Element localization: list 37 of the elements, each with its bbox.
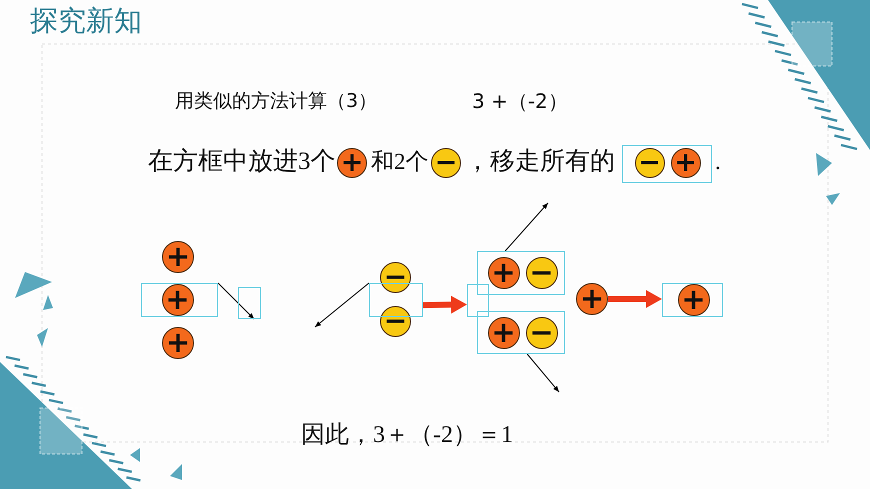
- arrow: [504, 202, 548, 252]
- plus-counter: +: [162, 327, 194, 359]
- arrow: [422, 296, 467, 314]
- slide-title: 探究新知: [30, 7, 142, 35]
- conclusion-text: 因此，3＋（-2）＝1: [301, 423, 513, 447]
- frame-box: [369, 283, 423, 317]
- frame-box: [662, 283, 723, 317]
- arrow: [608, 290, 662, 308]
- expression-text: 3 +（-2）: [472, 91, 568, 111]
- minus-counter: −: [380, 306, 411, 337]
- minus-counter: −: [634, 148, 664, 178]
- frame-box: [622, 145, 712, 183]
- instruction-text: ，移走所有的: [465, 149, 615, 174]
- plus-counter: +: [488, 316, 520, 348]
- minus-counter: −: [526, 316, 558, 348]
- instruction-text: 在方框中放进3个: [148, 149, 336, 174]
- minus-counter: −: [380, 262, 411, 293]
- arrow: [526, 354, 560, 392]
- plus-counter: +: [488, 256, 520, 288]
- frame-box: [477, 311, 565, 354]
- instruction-text: 和2个: [371, 150, 428, 173]
- minus-counter: −: [526, 256, 558, 288]
- minus-counter: −: [431, 148, 461, 178]
- frame-box: [238, 287, 261, 319]
- period-text: .: [715, 150, 721, 173]
- frame-box: [141, 283, 218, 317]
- plus-counter: +: [162, 284, 194, 316]
- plus-counter: +: [162, 241, 194, 273]
- frame-box: [467, 284, 489, 317]
- plus-counter: +: [337, 148, 367, 178]
- frame-box: [477, 251, 565, 295]
- plus-counter: +: [678, 284, 710, 316]
- instruction-text: 用类似的方法计算（3）: [175, 92, 378, 111]
- plus-counter: +: [576, 283, 608, 315]
- arrow: [314, 282, 370, 328]
- plus-counter: +: [670, 148, 700, 178]
- arrow: [218, 282, 255, 320]
